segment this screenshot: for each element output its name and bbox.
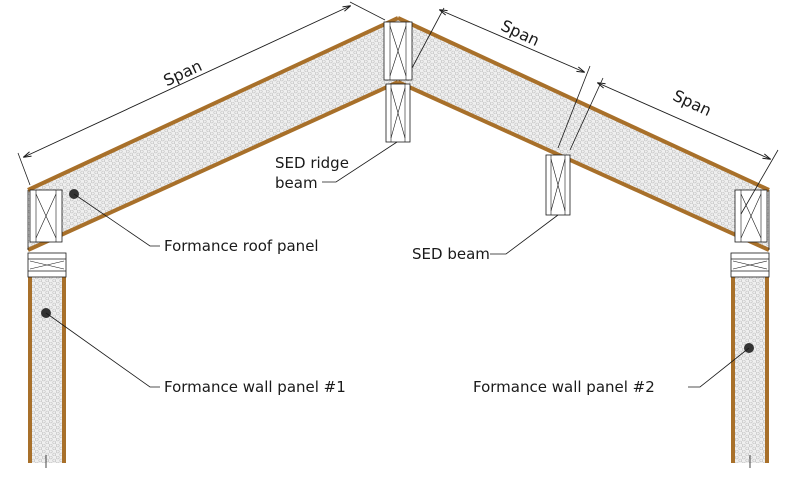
roof-panel-leader xyxy=(69,189,160,247)
roof-panel-label: Formance roof panel xyxy=(164,237,319,255)
span-dimension-right-lower xyxy=(569,77,779,215)
wall-panel-1 xyxy=(27,252,67,468)
wall-panel-2 xyxy=(730,252,770,468)
wall-panel-2-label: Formance wall panel #2 xyxy=(473,378,655,396)
wall-panel-1-leader xyxy=(41,308,160,388)
roof-panel-left xyxy=(27,16,399,252)
wall-panel-2-leader xyxy=(688,343,754,388)
span-dimension-left xyxy=(17,1,386,186)
sed-beam-leader xyxy=(490,214,559,255)
wall-panel-1-label: Formance wall panel #1 xyxy=(164,378,346,396)
sed-beam xyxy=(545,154,571,216)
left-eave-blocking xyxy=(29,189,63,243)
ridge-beam-label-line2: beam xyxy=(275,174,318,192)
span-label-right-lower: Span xyxy=(670,86,715,120)
ridge-beam-label-line1: SED ridge xyxy=(275,154,349,172)
span-label-left: Span xyxy=(160,56,205,90)
sed-beam-label: SED beam xyxy=(412,245,490,263)
span-dimension-right-upper xyxy=(411,7,591,149)
ridge-blocking xyxy=(383,21,413,81)
right-eave-blocking xyxy=(734,189,768,243)
ridge-beam-leader xyxy=(322,141,398,183)
sed-ridge-beam xyxy=(385,83,411,143)
